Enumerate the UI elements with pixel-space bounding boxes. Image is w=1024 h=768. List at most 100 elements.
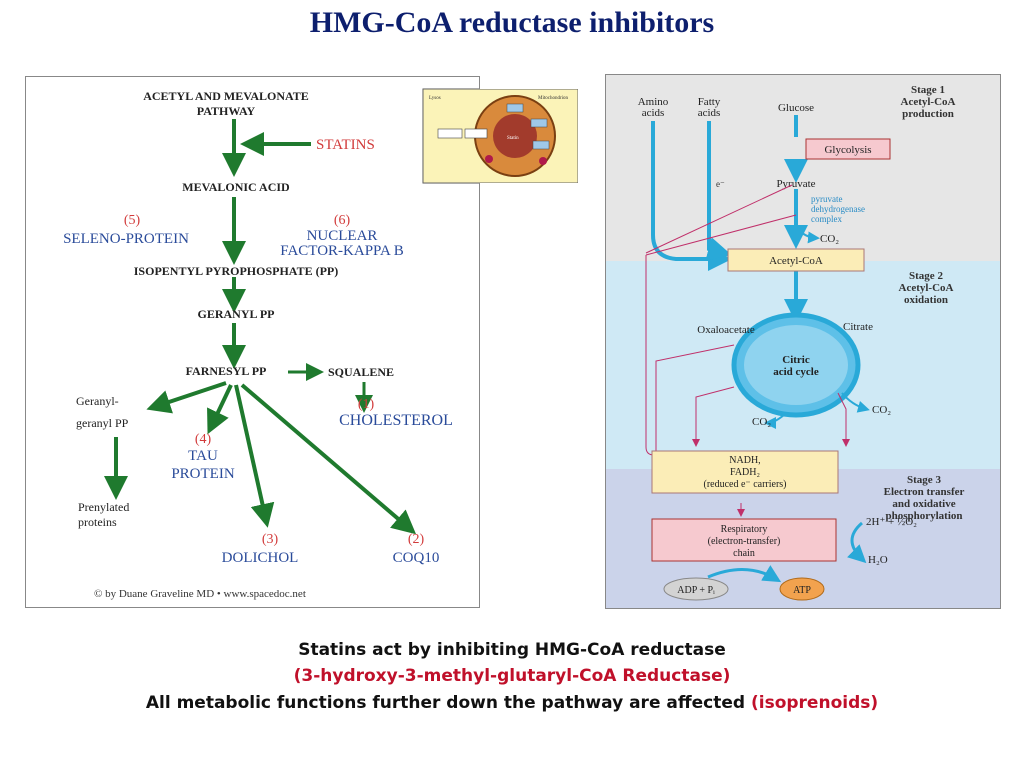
- geranylgeranyl-label-1: Geranyl-: [76, 394, 119, 408]
- nadh-label-3: (reduced e⁻ carriers): [704, 479, 787, 490]
- dolichol-label: DOLICHOL: [222, 550, 299, 566]
- adp-oval: [663, 577, 729, 601]
- amino-label-1: Amino: [638, 96, 669, 108]
- inset-label-enzyme: Statin: [507, 136, 519, 141]
- num3-label: (3): [262, 532, 279, 547]
- matrix-shape: [493, 114, 537, 158]
- citric-label-1: Citric: [782, 354, 810, 366]
- caption-line-3-main: All metabolic functions further down the…: [145, 693, 746, 713]
- arrow-co2-release-b: [841, 392, 870, 413]
- co2-label-b: CO₂: [872, 404, 891, 416]
- h2o-label: H₂O: [868, 554, 888, 566]
- fatty-label-2: acids: [698, 107, 721, 119]
- coq10-label: COQ10: [393, 550, 440, 566]
- atp-label: ATP: [793, 585, 811, 596]
- acetylcoa-label: Acetyl-CoA: [769, 255, 823, 267]
- slide-title: HMG-CoA reductase inhibitors: [309, 6, 715, 39]
- pdh-label-1: pyruvate: [811, 194, 843, 204]
- stage1-label-3: production: [902, 108, 954, 120]
- arrow-farnesyl-to-geranylgeranyl: [146, 381, 227, 414]
- electron-path-pyruvate: [645, 184, 793, 254]
- arrow-co2-release-a: [795, 224, 820, 244]
- arrow-co2-release-c: [764, 414, 785, 429]
- pdh-label-2: dehydrogenase: [811, 204, 865, 214]
- mevalonate-pathway-svg: ACETYL AND MEVALONATE PATHWAY STATINS ME…: [63, 88, 479, 600]
- credit-label: © by Duane Graveline MD • www.spacedoc.n…: [94, 588, 306, 600]
- acetyl-label-2: PATHWAY: [197, 104, 256, 118]
- electron-path-oxaloacetate: [655, 344, 735, 455]
- electron-path-cycle-right: [837, 392, 850, 447]
- nadh-label-1: NADH,: [729, 455, 760, 466]
- arrow-farnesyl-to-dolichol: [234, 384, 275, 528]
- statins-label: STATINS: [316, 137, 375, 153]
- stage2-label-1: Stage 2: [909, 270, 943, 282]
- farnesyl-label: FARNESYL PP: [186, 364, 267, 378]
- arrow-adp-to-atp: [707, 565, 782, 583]
- glucose-label: Glucose: [778, 102, 814, 114]
- seleno-label: SELENO-PROTEIN: [63, 231, 189, 247]
- adp-label: ADP + Pᵢ: [677, 585, 715, 596]
- arrow-o2-to-h2o: [847, 521, 867, 564]
- caption-line-3: All metabolic functions further down the…: [0, 693, 1024, 713]
- electron-label: e⁻: [716, 179, 725, 189]
- cholesterol-label: CHOLESTEROL: [339, 412, 453, 429]
- oxaloacetate-label: Oxaloacetate: [697, 324, 755, 336]
- co2-label-c: CO₂: [752, 416, 771, 428]
- tau-label-2: PROTEIN: [171, 466, 235, 482]
- stage2-label-2: Acetyl-CoA: [899, 282, 954, 294]
- num1-label: (1): [358, 397, 375, 412]
- pdh-label-3: complex: [811, 214, 842, 224]
- num6-label: (6): [334, 213, 351, 228]
- catabolism-svg: Stage 1 Acetyl-CoA production Stage 2 Ac…: [606, 75, 1000, 608]
- stage1-label-2: Acetyl-CoA: [901, 96, 956, 108]
- electron-path-cycle-left: [692, 386, 735, 447]
- citrate-label: Citrate: [843, 321, 873, 333]
- atp-oval: [779, 577, 825, 601]
- o2-label: 2H⁺ + ½O₂: [866, 516, 917, 528]
- glycolysis-label: Glycolysis: [824, 144, 871, 156]
- fatty-label-1: Fatty: [698, 96, 721, 108]
- mevalonic-label: MEVALONIC ACID: [182, 180, 290, 194]
- inset-label-left: Lysos: [429, 96, 441, 101]
- catabolism-stages-diagram: Stage 1 Acetyl-CoA production Stage 2 Ac…: [605, 74, 1001, 609]
- resp-label-3: chain: [733, 548, 755, 559]
- prenylated-label-1: Prenylated: [78, 500, 129, 514]
- pyruvate-label: Pyruvate: [776, 178, 815, 190]
- geranylgeranyl-label-2: geranyl PP: [76, 416, 129, 430]
- caption-line-3-red: (isoprenoids): [750, 693, 879, 713]
- cell-inset: Lysos Mitochondrion Statin: [423, 89, 578, 183]
- citric-label-2: acid cycle: [773, 366, 819, 378]
- stage3-label-1: Stage 3: [907, 474, 941, 486]
- stage3-label-2: Electron transfer: [884, 486, 965, 498]
- nuclear-label-2: FACTOR-KAPPA B: [280, 243, 404, 259]
- num2-label: (2): [408, 532, 425, 547]
- stage3-label-4: phosphorylation: [885, 510, 962, 522]
- nuclear-label-1: NUCLEAR: [307, 228, 378, 244]
- squalene-label: SQUALENE: [328, 365, 394, 379]
- acetylcoa-box: [727, 248, 865, 272]
- respiratory-chain-box: [651, 518, 837, 562]
- resp-label-2: (electron-transfer): [708, 536, 781, 547]
- acetyl-label-1: ACETYL AND MEVALONATE: [143, 89, 309, 103]
- geranyl-label: GERANYL PP: [197, 307, 274, 321]
- co2-label-a: CO₂: [820, 233, 839, 245]
- electron-path-pdh: [645, 214, 797, 256]
- arrow-farnesyl-to-tau: [207, 384, 233, 435]
- glycolysis-box: [805, 138, 891, 160]
- arrow-fatty-to-acetylcoa: [705, 121, 732, 261]
- stage1-label-1: Stage 1: [911, 84, 945, 96]
- prenylated-label-2: proteins: [78, 515, 117, 529]
- num4-label: (4): [195, 432, 212, 447]
- tau-label-1: TAU: [188, 448, 218, 464]
- stage2-label-3: oxidation: [904, 294, 948, 306]
- isopentyl-label: ISOPENTYL PYROPHOSPHATE (PP): [134, 264, 338, 278]
- arrow-farnesyl-to-coq10: [240, 383, 417, 535]
- citric-cycle-inner: [744, 325, 848, 405]
- num5-label: (5): [124, 213, 141, 228]
- nadh-box: [651, 450, 839, 494]
- amino-label-2: acids: [642, 107, 665, 119]
- mevalonate-pathway-diagram: ACETYL AND MEVALONATE PATHWAY STATINS ME…: [25, 76, 578, 608]
- caption-line-1: Statins act by inhibiting HMG-CoA reduct…: [298, 640, 726, 660]
- stage3-label-3: and oxidative: [892, 498, 955, 510]
- caption-line-2: (3-hydroxy-3-methyl-glutaryl-CoA Reducta…: [293, 666, 731, 686]
